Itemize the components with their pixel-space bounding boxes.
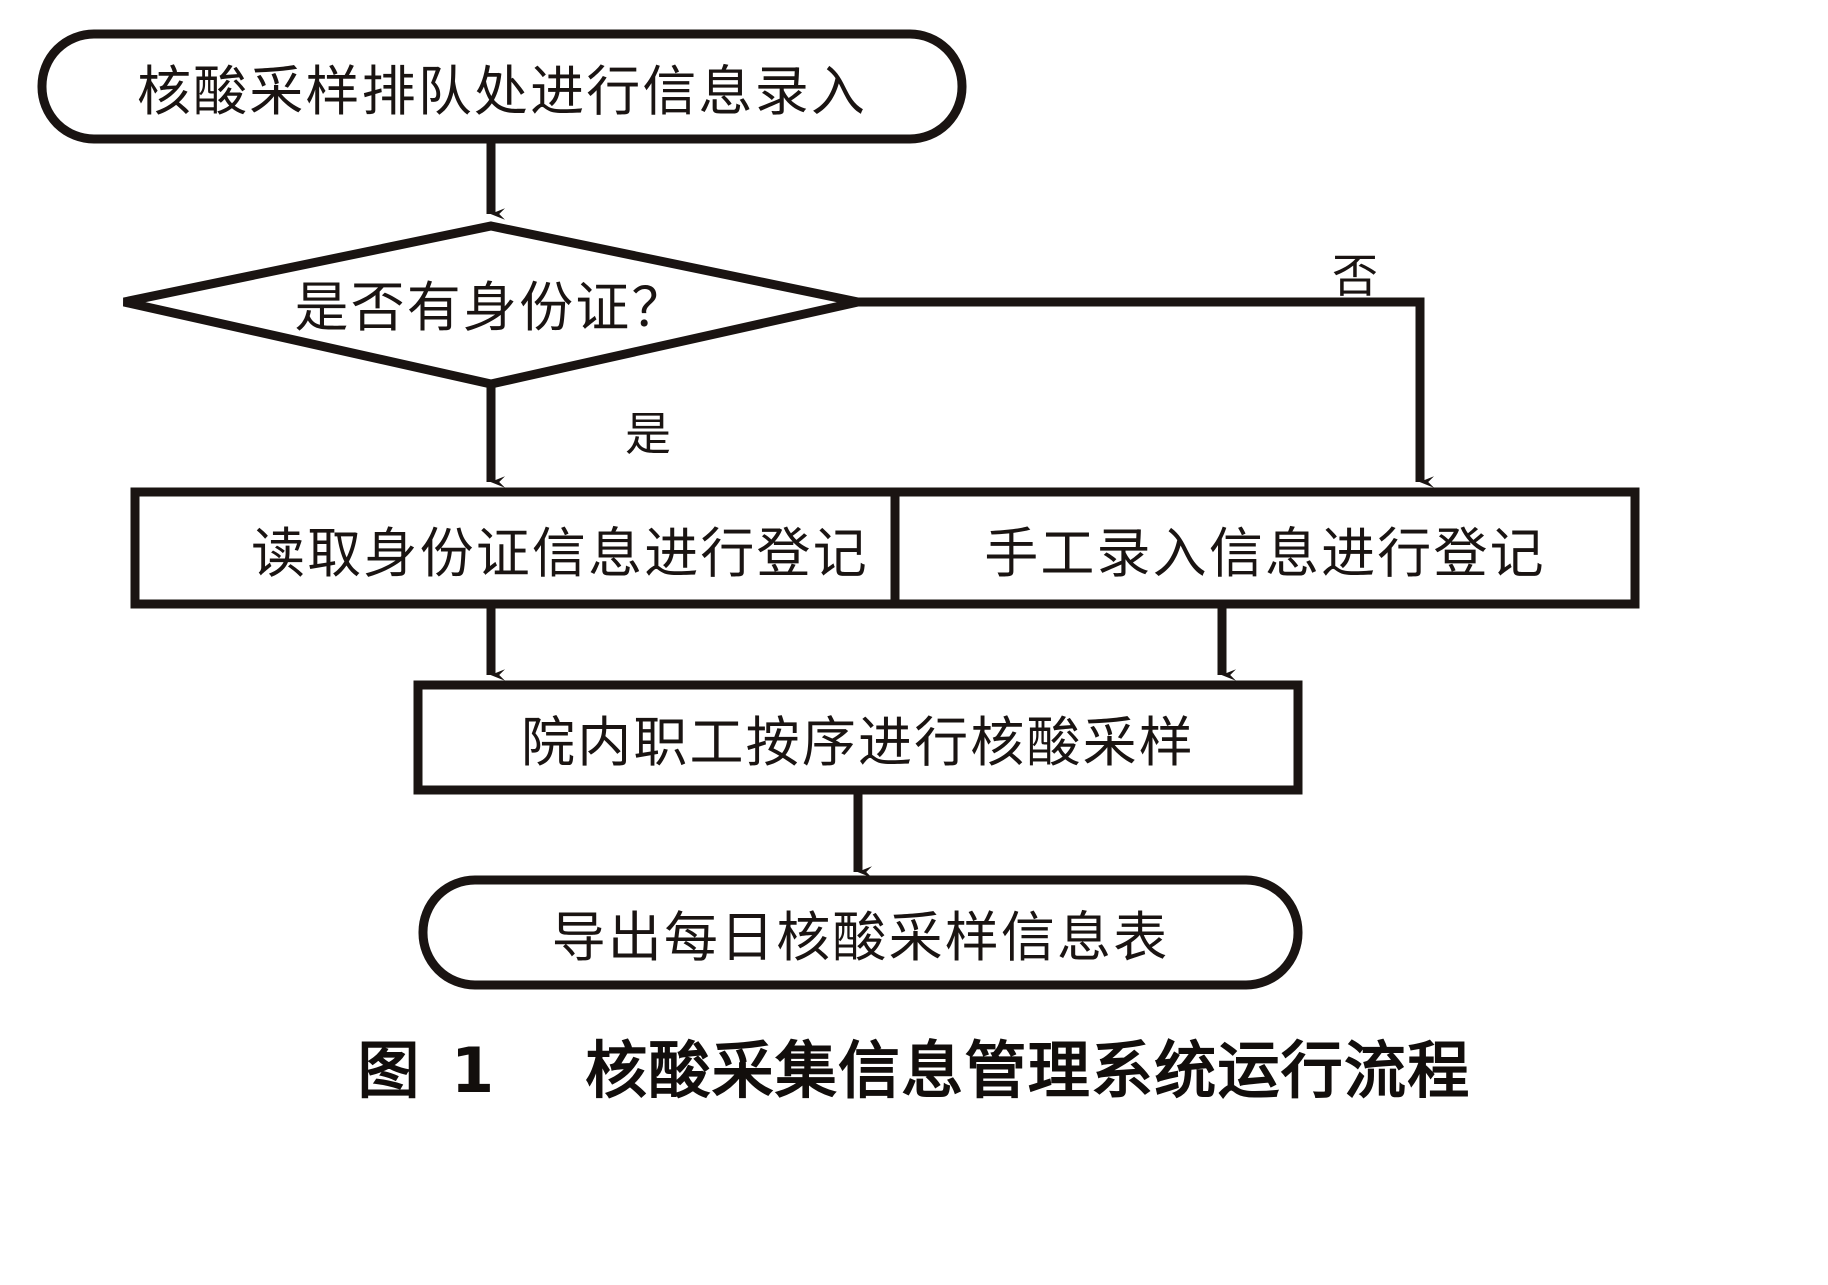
edge-label-yes: 是: [625, 409, 671, 460]
node-start-shape: [37, 29, 967, 144]
node-decision-shape: [123, 221, 859, 389]
caption-title: 核酸采集信息管理系统运行流程: [585, 1034, 1471, 1107]
caption-prefix: 图: [357, 1034, 421, 1107]
figure-caption: 图 1 核酸采集信息管理系统运行流程: [0, 1020, 1828, 1110]
node-read-id-card-shape: [130, 487, 990, 609]
edge-label-no: 否: [1332, 251, 1378, 302]
node-staff-sampling-shape: [413, 680, 1303, 795]
node-export-report-shape: [418, 875, 1303, 990]
node-manual-entry-shape: [890, 487, 1640, 609]
edge-decision-no: [858, 297, 1434, 488]
caption-number: 1: [451, 1034, 496, 1107]
